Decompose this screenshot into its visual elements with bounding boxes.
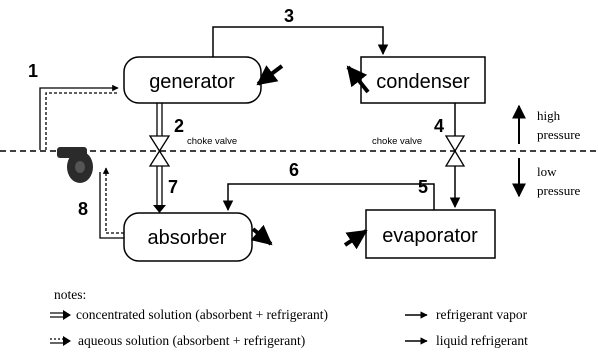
pump-icon	[57, 147, 93, 183]
legend-concentrated-label: concentrated solution (absorbent + refri…	[76, 307, 328, 322]
stream-number-4: 4	[434, 116, 444, 136]
stream-7-arrowhead	[153, 205, 166, 213]
generator-unit: generator	[123, 56, 262, 104]
stream-8-line-dashed	[102, 167, 124, 234]
condenser-box	[360, 56, 486, 104]
legend: notes: concentrated solution (absorbent …	[50, 287, 528, 348]
legend-liquid-label: liquid refrigerant	[436, 333, 528, 348]
stream-3-arrow	[212, 26, 389, 57]
legend-concentrated-symbol	[50, 310, 71, 320]
notes-title: notes:	[54, 287, 86, 302]
legend-aqueous-label: aqueous solution (absorbent + refrigeran…	[78, 333, 305, 348]
stream-number-1: 1	[28, 61, 38, 81]
stream-number-3: 3	[284, 6, 294, 26]
absorber-unit: absorber	[123, 212, 253, 262]
stream-8-line-solid	[99, 172, 124, 239]
stream-number-8: 8	[78, 199, 88, 219]
stream-number-2: 2	[174, 116, 184, 136]
low-pressure-label-line2: pressure	[537, 183, 581, 198]
condenser-unit: condenser	[360, 56, 486, 104]
condenser-label: condenser	[376, 71, 470, 93]
legend-aqueous-symbol	[50, 336, 71, 346]
stream-6-arrow	[222, 183, 435, 212]
absorber-label: absorber	[148, 227, 227, 249]
heat-out-condenser-arrow	[346, 65, 370, 94]
choke-valve-left-label: choke valve	[187, 136, 237, 147]
heat-in-evaporator-arrow	[343, 229, 368, 250]
stream-number-7: 7	[168, 177, 178, 197]
legend-vapor-label: refrigerant vapor	[436, 307, 528, 322]
heat-in-generator-arrow	[256, 64, 284, 86]
stream-1-line-solid	[39, 84, 119, 150]
low-pressure-label-line1: low	[537, 164, 557, 179]
heat-out-absorber-arrow	[250, 224, 273, 246]
choke-valve-right-label: choke valve	[372, 136, 422, 147]
stream-number-6: 6	[289, 160, 299, 180]
evaporator-label: evaporator	[382, 225, 478, 247]
choke-valve-left	[148, 135, 171, 167]
high-pressure-label-line1: high	[537, 108, 561, 123]
high-pressure-label-line2: pressure	[537, 127, 581, 142]
stream-1-line-dashed	[45, 92, 118, 150]
stream-number-5: 5	[418, 177, 428, 197]
generator-label: generator	[149, 71, 235, 93]
evaporator-unit: evaporator	[365, 209, 496, 259]
